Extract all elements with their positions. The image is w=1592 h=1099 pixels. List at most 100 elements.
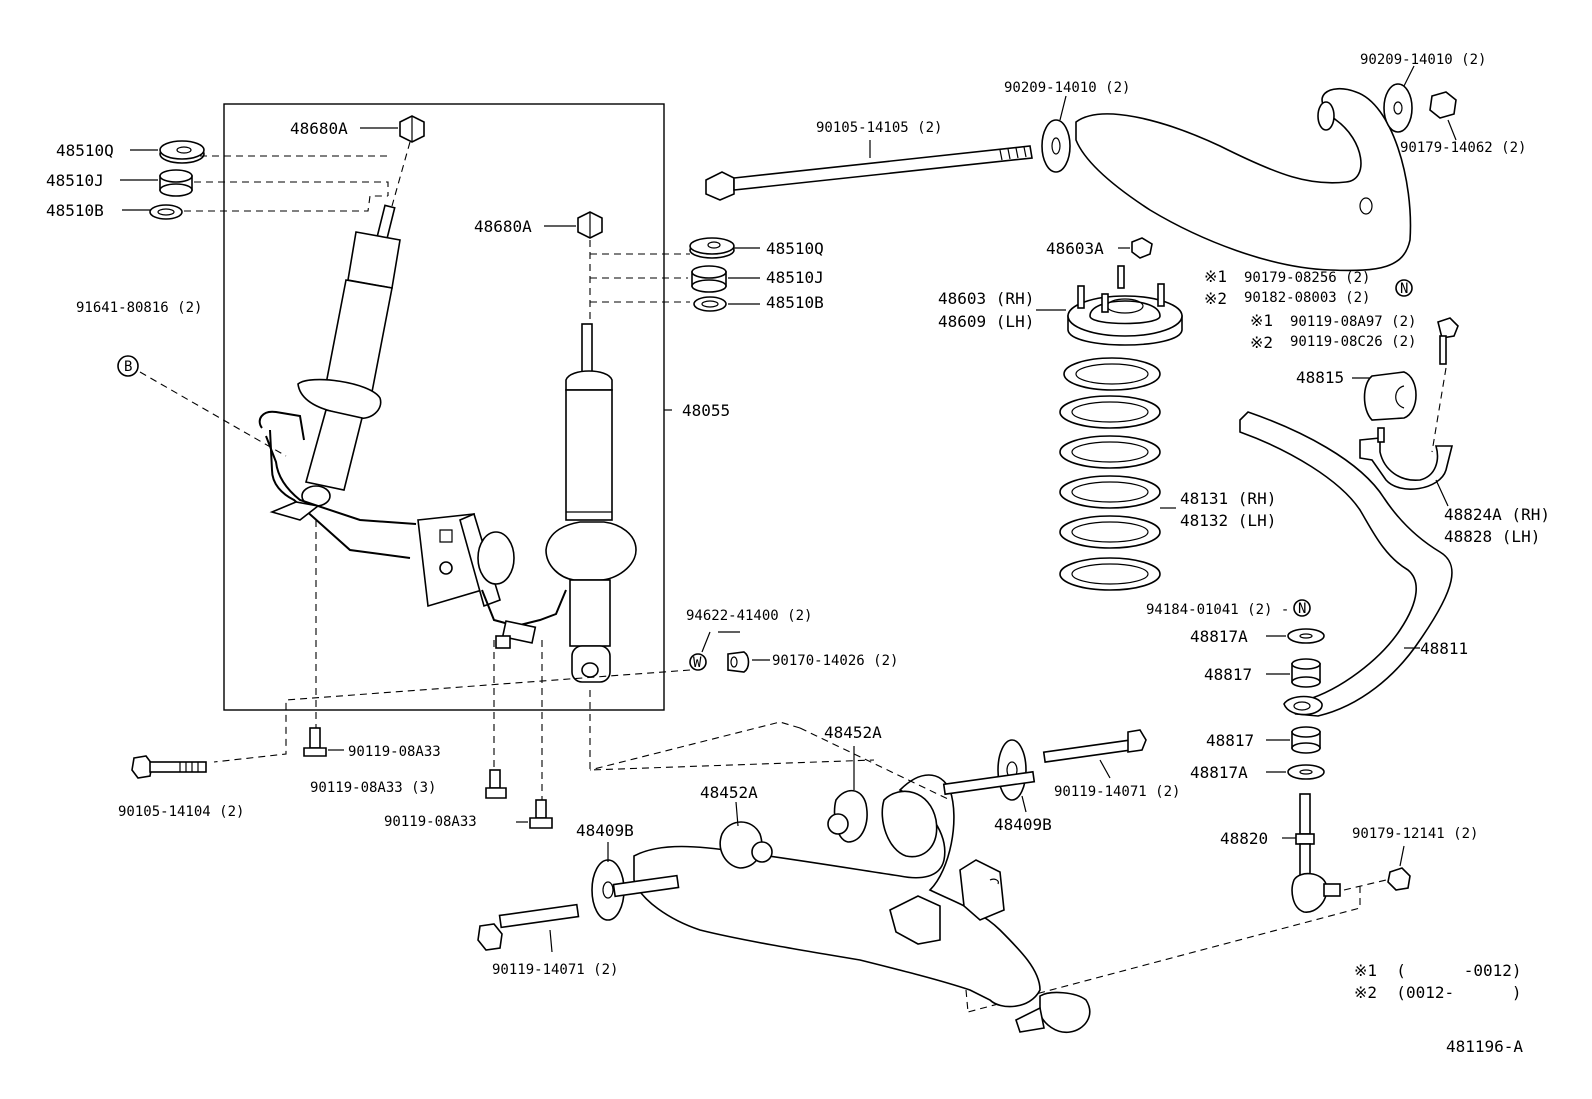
label-48409B-left: 48409B [576,821,634,840]
lower-control-arm [633,774,1091,1034]
label-90119-08A33-a: 90119-08A33 [348,744,441,760]
marker-N-1-text: N [1400,281,1408,297]
stabilizer-link-48820 [1291,793,1341,913]
cushion-48817-lower [1291,726,1321,754]
marker-2-b: ※2 [1250,333,1273,352]
label-48817-lower: 48817 [1206,731,1254,750]
label-48510J-right: 48510J [766,268,824,287]
note-marker-2: ※2 (0012- ) [1354,983,1522,1002]
cam-bolt-right [942,770,1036,796]
marker-B [117,355,139,377]
label-48132: 48132 (LH) [1180,511,1276,530]
label-48510B-right: 48510B [766,293,824,312]
bar-end-eye [1283,695,1323,716]
retainer-48817A-lower [1287,764,1325,780]
label-48409B-right: 48409B [994,815,1052,834]
label-48452A-left: 48452A [700,783,758,802]
label-48811: 48811 [1420,639,1468,658]
note-marker-1: ※1 ( -0012) [1354,961,1522,980]
washer-90209-14010-left [1041,119,1071,173]
bolt-90119-08A33-b [485,769,507,799]
washer-48510B-left [149,204,183,220]
retainer-48817A-upper [1287,628,1325,644]
shock-assembly-frame [223,103,665,711]
stabilizer-bushing-48815 [1363,371,1417,421]
bolt-90119-08A33-a [303,727,327,757]
marker-1-a: ※1 [1204,267,1227,286]
bushing-48510J-left [159,169,193,197]
label-90119-08C26: 90119-08C26 (2) [1290,334,1416,350]
label-48828: 48828 (LH) [1444,527,1540,546]
bolt-90119-08A97 [1437,317,1459,365]
stabilizer-bar [1239,411,1453,717]
label-48603: 48603 (RH) [938,289,1034,308]
label-48815: 48815 [1296,368,1344,387]
bolt-90105-14104 [131,755,207,779]
label-48510B-left: 48510B [46,201,104,220]
label-90170-14026: 90170-14026 (2) [772,653,898,669]
bolt-90119-14071-right [1042,729,1147,763]
label-48603A: 48603A [1046,239,1104,258]
label-90209-14010-b: 90209-14010 (2) [1360,52,1486,68]
label-90119-08A33-c: 90119-08A33 [384,814,477,830]
bushing-48510J-right [691,265,727,293]
label-48817A-lower: 48817A [1190,763,1248,782]
label-90179-08256: 90179-08256 (2) [1244,270,1370,286]
upper-control-arm [1075,87,1412,272]
diagram-reference-number: 481196-A [1446,1037,1523,1056]
washer-48510Q-left [159,140,205,164]
label-90119-14071-right: 90119-14071 (2) [1054,784,1180,800]
spring-upper-support [1067,265,1183,346]
marker-1-b: ※1 [1250,311,1273,330]
nut-48680A-right [577,211,603,239]
bushing-48452A-left [719,821,773,869]
nut-48680A-left [399,115,425,143]
label-94184-01041: 94184-01041 (2) - [1146,602,1289,618]
label-48817A-upper: 48817A [1190,627,1248,646]
bushing-bracket-48824A [1359,427,1454,490]
nut-48603A [1131,237,1153,259]
shock-absorber-right [545,323,637,683]
shock-absorber-left [297,204,401,507]
label-90105-14105: 90105-14105 (2) [816,120,942,136]
label-48680A-right: 48680A [474,217,532,236]
label-91641-80816: 91641-80816 (2) [76,300,202,316]
cam-plate-48409B-right [997,739,1027,801]
label-90209-14010-a: 90209-14010 (2) [1004,80,1130,96]
label-48452A-right: 48452A [824,723,882,742]
marker-B-text: B [124,359,132,375]
label-48817-upper: 48817 [1204,665,1252,684]
marker-W-text: W [693,655,702,671]
marker-N-2-text: N [1298,601,1306,617]
washer-48510B-right [693,296,727,312]
marker-N-1 [1395,279,1413,297]
label-48824A: 48824A (RH) [1444,505,1550,524]
label-90182-08003: 90182-08003 (2) [1244,290,1370,306]
label-48609: 48609 (LH) [938,312,1034,331]
washer-90209-14010-right [1383,83,1413,133]
marker-N-2 [1293,599,1311,617]
label-48055: 48055 [682,401,730,420]
label-48820: 48820 [1220,829,1268,848]
label-90119-14071-left: 90119-14071 (2) [492,962,618,978]
bushing-48452A-right [827,789,868,843]
bolt-90105-14105 [705,145,1033,201]
label-48510Q-left: 48510Q [56,141,114,160]
washer-48510Q-right [689,237,735,259]
height-control-sensor [417,512,515,608]
label-90179-12141: 90179-12141 (2) [1352,826,1478,842]
label-90179-14062: 90179-14062 (2) [1400,140,1526,156]
bolt-90119-08A33-c [529,799,553,829]
label-48510Q-right: 48510Q [766,239,824,258]
nut-90179-14062 [1429,91,1457,119]
nut-90170-14026 [727,651,750,673]
label-48510J-left: 48510J [46,171,104,190]
label-90105-14104: 90105-14104 (2) [118,804,244,820]
label-90119-08A97: 90119-08A97 (2) [1290,314,1416,330]
cam-bolt-left [612,874,680,898]
bolt-90119-14071-left [477,903,580,951]
label-48680A-left: 48680A [290,119,348,138]
marker-W [689,653,707,671]
label-94622-41400: 94622-41400 (2) [686,608,812,624]
